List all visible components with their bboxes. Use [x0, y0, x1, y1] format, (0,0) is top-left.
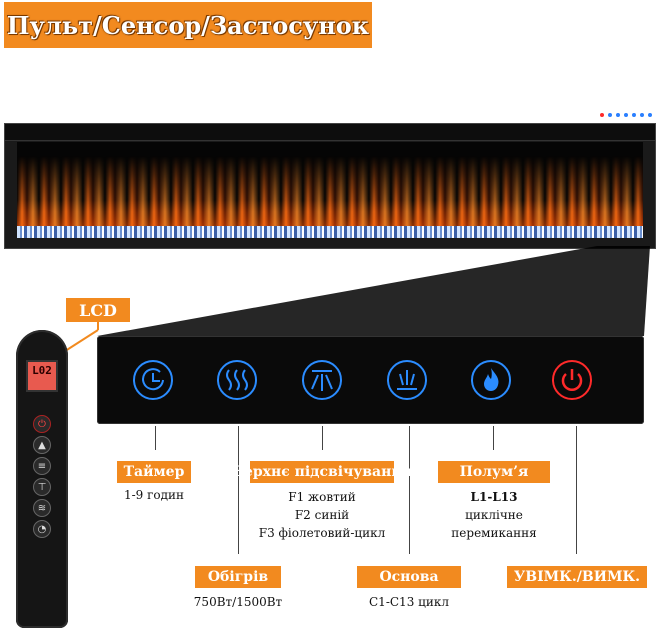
- remote-control: L02 ⏻ ▲ ≡ ⊤ ≋ ◔: [16, 330, 68, 628]
- heat-waves-icon: [217, 360, 257, 400]
- timer-icon: [133, 360, 173, 400]
- fireplace-screen: [17, 142, 643, 238]
- base-desc: C1-C13 цикл: [369, 595, 449, 609]
- top-light-connector: [322, 426, 323, 450]
- touch-panel: [97, 336, 644, 424]
- remote-power-button[interactable]: ⏻: [33, 415, 51, 433]
- crystal-bed: [17, 226, 643, 238]
- lcd-label: LCD: [66, 298, 130, 322]
- flame-icon: [471, 360, 511, 400]
- base-connector: [409, 426, 410, 554]
- timer-connector: [155, 426, 156, 450]
- remote-lcd-display: L02: [26, 360, 58, 392]
- page-title-banner: Пульт/Сенсор/Застосунок: [4, 2, 372, 48]
- flames: [17, 156, 643, 226]
- base-label: Основа: [357, 566, 461, 588]
- top-light-desc: F1 жовтий F2 синій F3 фіолетовий-цикл: [258, 490, 386, 540]
- page-title: Пульт/Сенсор/Застосунок: [6, 10, 370, 40]
- fireplace-image: [4, 123, 656, 249]
- timer-button[interactable]: [131, 358, 175, 402]
- top-light-label: Верхнє підсвічування: [232, 461, 412, 483]
- power-button[interactable]: [550, 358, 594, 402]
- heat-button[interactable]: [215, 358, 259, 402]
- timer-label: Таймер: [117, 461, 191, 483]
- fireplace-top-frame: [5, 124, 655, 141]
- heat-label: Обігрів: [195, 566, 281, 588]
- remote-timer-button[interactable]: ◔: [33, 520, 51, 538]
- base-light-icon: [387, 360, 427, 400]
- flame-desc: L1-L13 циклічне перемикання: [451, 490, 537, 540]
- power-icon: [552, 360, 592, 400]
- power-label: УВІМК./ВИМК.: [507, 566, 647, 588]
- base-light-button[interactable]: [385, 358, 429, 402]
- top-light-button[interactable]: [300, 358, 344, 402]
- flame-button[interactable]: [469, 358, 513, 402]
- remote-heat-button[interactable]: ≋: [33, 499, 51, 517]
- heat-desc: 750Вт/1500Вт: [193, 595, 283, 609]
- power-connector: [576, 426, 577, 554]
- flame-label: Полум’я: [438, 461, 550, 483]
- remote-top-light-button[interactable]: ⊤: [33, 478, 51, 496]
- timer-desc: 1-9 годин: [123, 488, 185, 502]
- remote-base-button[interactable]: ≡: [33, 457, 51, 475]
- heat-connector: [238, 426, 239, 554]
- remote-flame-button[interactable]: ▲: [33, 436, 51, 454]
- flame-connector: [493, 426, 494, 450]
- top-light-icon: [302, 360, 342, 400]
- fireplace-touch-controls: [600, 113, 652, 117]
